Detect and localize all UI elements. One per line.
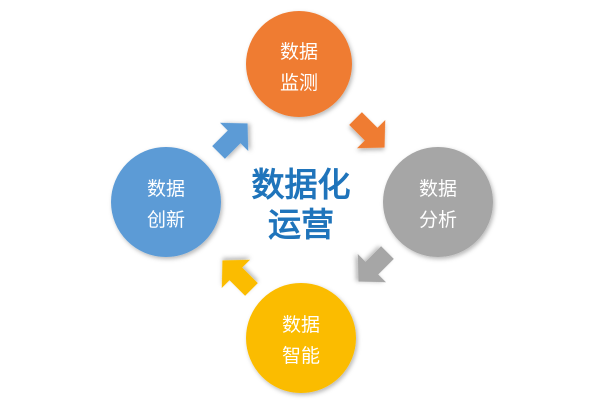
node-monitor-label-line1: 数据 [280,41,318,63]
node-innovation-circle [111,147,221,257]
node-intelligence-circle [246,283,356,393]
node-monitor: 数据 监测 [246,11,352,117]
node-innovation: 数据 创新 [111,147,221,257]
node-analysis-circle [383,147,493,257]
node-analysis-label-line2: 分析 [419,209,457,231]
node-intelligence-label-line2: 智能 [282,345,320,367]
arrow-up-left-icon [208,246,266,304]
node-innovation-label-line1: 数据 [147,178,185,200]
arrow-down-right-icon [341,104,399,162]
node-innovation-label-line2: 创新 [147,209,185,231]
node-intelligence: 数据 智能 [246,283,356,393]
center-title-line2: 运营 [268,205,334,244]
node-intelligence-label-line1: 数据 [282,314,320,336]
arrow-up-right-icon [204,109,262,167]
node-monitor-circle [246,11,352,117]
arrow-down-left-icon [344,238,402,296]
center-title: 数据化 运营 [252,165,351,244]
node-monitor-label-line2: 监测 [280,72,318,94]
node-analysis-label-line1: 数据 [419,178,457,200]
node-analysis: 数据 分析 [383,147,493,257]
center-title-line1: 数据化 [252,165,351,204]
